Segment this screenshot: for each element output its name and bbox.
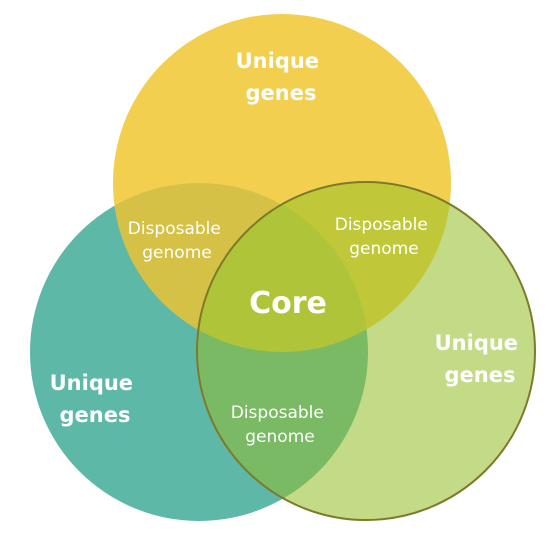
- top-right-disposable-label: Disposable genome: [335, 215, 434, 259]
- top-right-disposable-line1: Disposable: [335, 215, 428, 235]
- top-left-disposable-line1: Disposable: [128, 219, 221, 239]
- top-right-disposable-line2: genome: [349, 239, 418, 259]
- left-unique-label: Unique genes: [50, 371, 141, 427]
- right-circle-outline: [196, 181, 536, 521]
- top-unique-line1: Unique: [236, 49, 319, 73]
- bottom-disposable-label: Disposable genome: [231, 403, 330, 447]
- core-label: Core: [249, 286, 327, 321]
- left-unique-line2: genes: [60, 403, 131, 427]
- top-unique-line2: genes: [246, 81, 317, 105]
- top-unique-label: Unique genes: [236, 49, 327, 105]
- left-unique-line1: Unique: [50, 371, 133, 395]
- top-left-disposable-line2: genome: [142, 243, 211, 263]
- bottom-disposable-line2: genome: [245, 427, 314, 447]
- right-unique-line2: genes: [445, 363, 516, 387]
- top-left-disposable-label: Disposable genome: [128, 219, 227, 263]
- right-unique-line1: Unique: [435, 331, 518, 355]
- right-unique-label: Unique genes: [435, 331, 526, 387]
- bottom-disposable-line1: Disposable: [231, 403, 324, 423]
